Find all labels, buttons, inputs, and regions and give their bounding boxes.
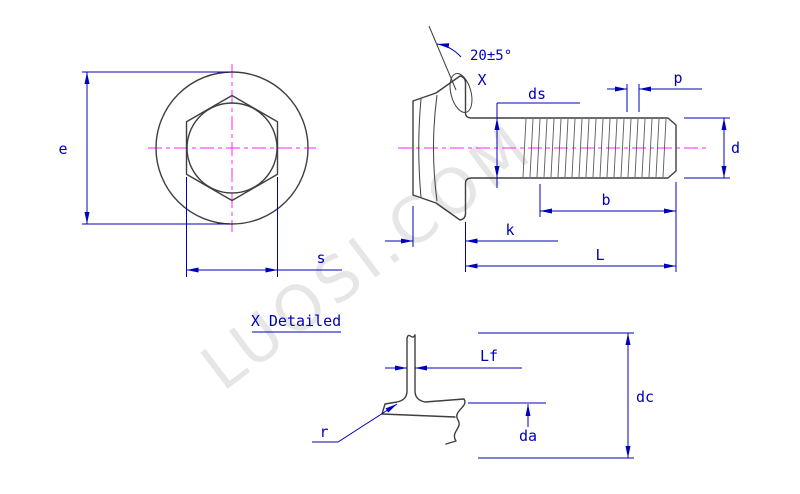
r-leader-line (312, 403, 398, 443)
b-dimension: b (539, 184, 676, 217)
p-dimension: p (607, 69, 702, 112)
lf-dimension: Lf (385, 347, 522, 371)
end-view: e s (58, 64, 342, 277)
r-dimension-label: r (319, 423, 328, 441)
side-view: 20±5° X ds p d b k (385, 25, 740, 272)
detail-marker-label: X (477, 71, 486, 89)
da-dimension-label: da (519, 427, 537, 445)
s-dimension-label: s (316, 249, 325, 267)
hex-facet-arcs (418, 94, 438, 202)
ds-extension-lines (496, 102, 580, 188)
length-dimension-label: L (595, 246, 604, 264)
thread-outline (521, 117, 677, 179)
angle-arc (436, 43, 462, 58)
dc-extension-lines (478, 332, 634, 459)
dc-dimension: dc (478, 332, 654, 459)
e-dimension-label: e (58, 140, 67, 158)
thread-profile-lines (522, 118, 667, 178)
head-outline (412, 75, 523, 221)
detail-view: X Detailed Lf da dc r (251, 312, 654, 459)
d-dimension-label: d (731, 139, 740, 157)
d-dimension: d (684, 117, 740, 179)
k-dimension-label: k (505, 221, 514, 239)
b-dimension-label: b (601, 191, 610, 209)
p-dimension-label: p (673, 69, 682, 87)
cone-extension-line (428, 25, 457, 91)
detail-view-title: X Detailed (251, 312, 341, 330)
detail-outline (381, 334, 466, 445)
e-dimension: e (58, 71, 229, 225)
hexagon-outline (185, 94, 279, 202)
flange-circle (155, 71, 309, 225)
inscribed-circle (186, 102, 278, 194)
lf-dimension-label: Lf (480, 347, 498, 365)
dc-dimension-label: dc (636, 388, 654, 406)
e-extension-lines (82, 71, 229, 225)
end-view-centerlines (148, 64, 316, 232)
da-dimension: da (468, 402, 546, 445)
ds-dimension-label: ds (528, 85, 546, 103)
ds-dimension: ds (494, 85, 580, 188)
detail-region-ellipse (449, 73, 473, 113)
r-leader: r (312, 403, 398, 443)
length-dimension: L (465, 182, 677, 272)
p-extension-lines (626, 84, 640, 112)
angle-label: 20±5° (470, 48, 512, 64)
s-extension-lines (186, 177, 278, 277)
angle-annotation: 20±5° X (428, 25, 512, 91)
s-dimension: s (186, 177, 342, 277)
